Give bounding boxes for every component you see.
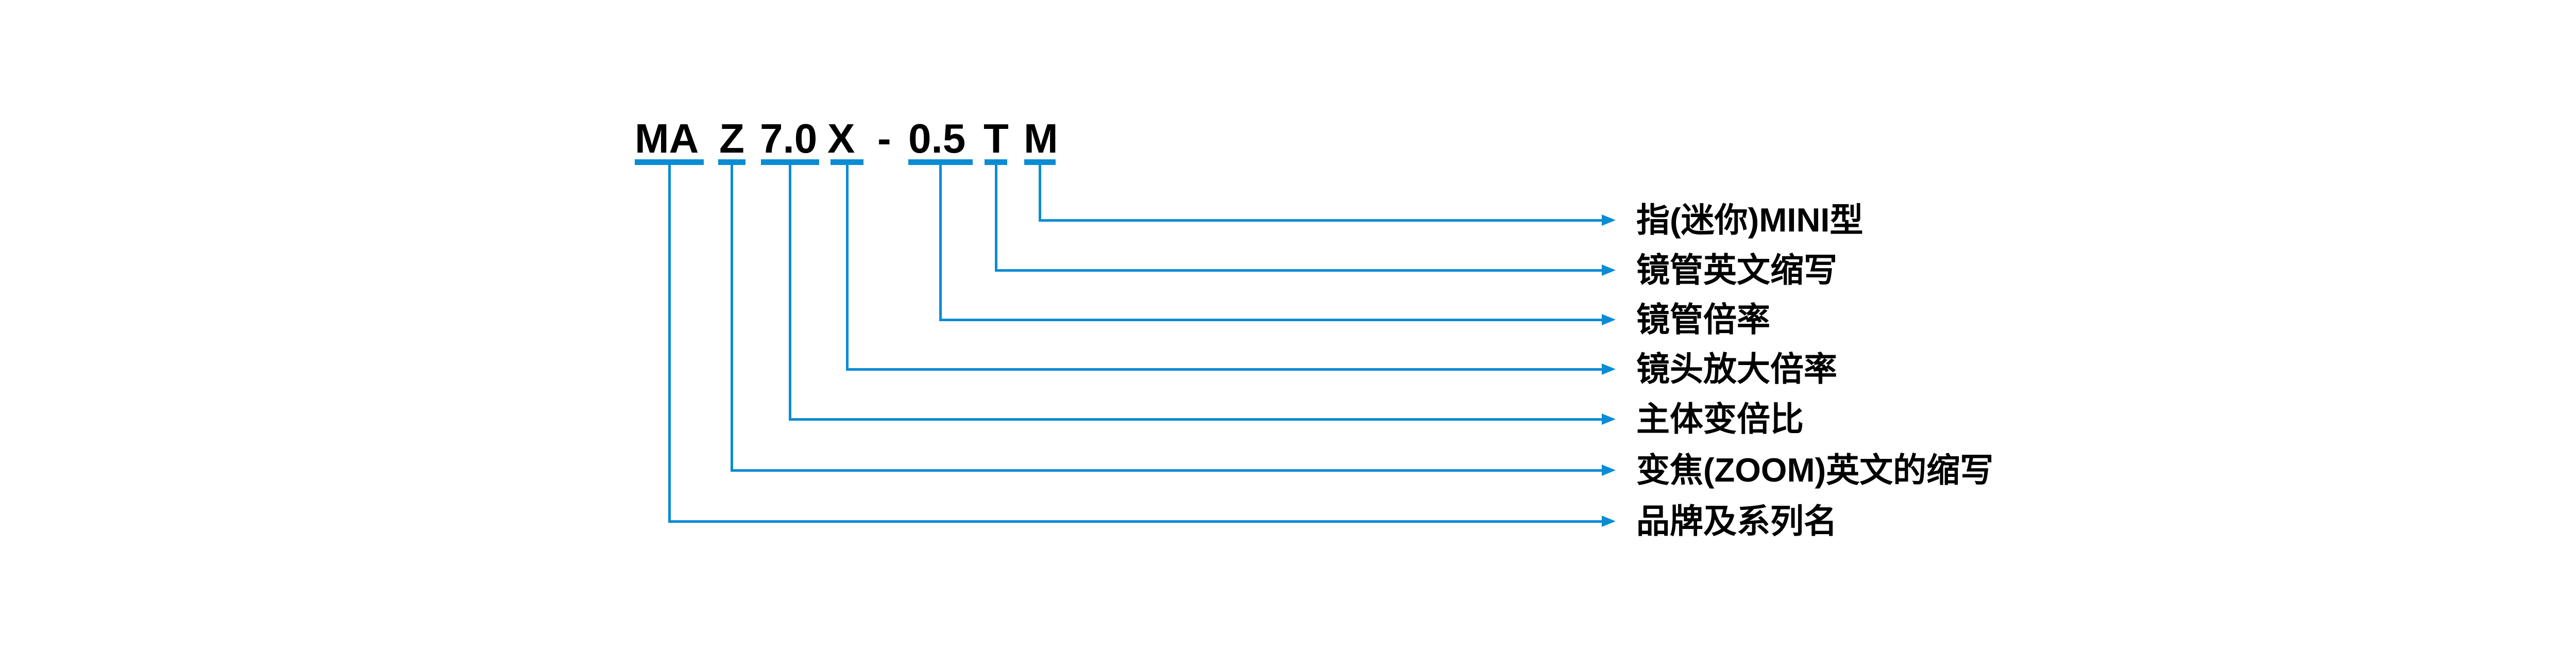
callout-line-vertical: [1039, 165, 1041, 222]
callout-label: 指(迷你)MINI型: [1636, 201, 1863, 239]
callout-label: 镜管倍率: [1636, 301, 1771, 338]
model-code-segment: MA: [635, 115, 699, 161]
segment-underline: [985, 159, 1007, 165]
model-code-segment: 7.0: [760, 115, 818, 161]
callout-line-horizontal: [789, 418, 1602, 421]
arrow-right-icon: [1602, 314, 1616, 325]
callout-label: 镜管英文缩写: [1636, 251, 1838, 289]
callout-label: 主体变倍比: [1636, 400, 1804, 438]
segment-underline: [718, 159, 745, 165]
segment-underline: [1024, 159, 1056, 165]
callout-label: 品牌及系列名: [1636, 502, 1838, 540]
callout-line-vertical: [846, 165, 849, 371]
callout-line-horizontal: [846, 368, 1602, 371]
model-code-segment: Z: [719, 115, 744, 161]
callout-line-horizontal: [731, 469, 1602, 472]
model-code-segment: -: [877, 115, 891, 161]
callout-label: 变焦(ZOOM)英文的缩写: [1636, 451, 1994, 489]
model-code-segment: X: [827, 115, 855, 161]
callout-line-vertical: [939, 165, 942, 321]
callout-line-vertical: [731, 165, 733, 472]
callout-line-vertical: [668, 165, 671, 523]
callout-line-horizontal: [995, 269, 1602, 272]
model-code-segment: 0.5: [908, 115, 966, 161]
model-code-segment: M: [1024, 115, 1058, 161]
callout-line-horizontal: [668, 520, 1602, 523]
callout-line-horizontal: [1039, 219, 1602, 222]
arrow-right-icon: [1602, 516, 1616, 527]
segment-underline: [908, 159, 973, 165]
arrow-right-icon: [1602, 264, 1616, 276]
callout-label: 镜头放大倍率: [1636, 350, 1838, 388]
callout-line-vertical: [995, 165, 997, 272]
arrow-right-icon: [1602, 214, 1616, 226]
model-code-segment: T: [984, 115, 1009, 161]
segment-underline: [635, 159, 704, 165]
arrow-right-icon: [1602, 363, 1616, 375]
arrow-right-icon: [1602, 414, 1616, 425]
segment-underline: [831, 159, 863, 165]
segment-underline: [761, 159, 819, 165]
callout-line-vertical: [789, 165, 791, 421]
callout-line-horizontal: [939, 319, 1602, 321]
arrow-right-icon: [1602, 465, 1616, 476]
